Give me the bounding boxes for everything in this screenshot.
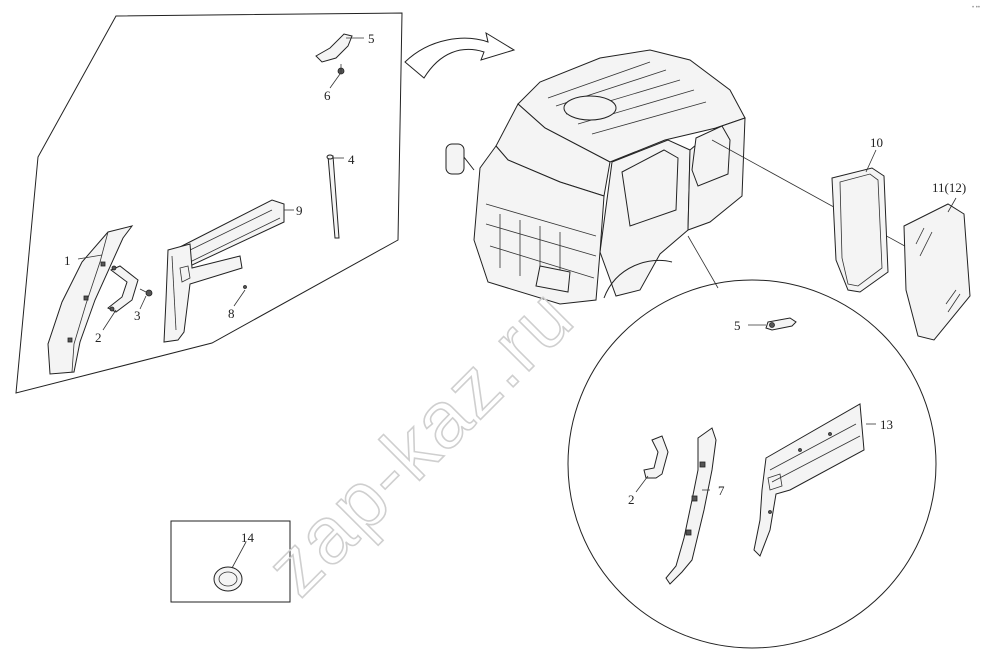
watermark: zap-kaz.ru [249,271,590,612]
part-window-glass [903,203,971,341]
part-rear-corner-trim [753,403,865,557]
part-small-handle-detail [765,317,797,331]
inset-panel-left [15,12,403,394]
callout-13: 13 [880,417,893,432]
part-b-pillar-lower-trim [163,243,247,343]
callout-14: 14 [241,530,255,545]
part-window-seal [831,167,889,293]
curved-arrow [404,31,516,79]
callout-9: 9 [296,203,303,218]
part-b-pillar-upper-trim [177,199,285,267]
part-a-pillar-trim [47,225,134,375]
callout-3: 3 [134,308,141,323]
part-grab-handle-detail [643,435,669,479]
callout-5: 5 [368,31,375,46]
callout-7: 7 [718,483,725,498]
part-rod [326,154,340,239]
part-c-pillar-trim [665,427,717,585]
callout-4: 4 [348,152,355,167]
callout-1: 1 [64,253,71,268]
part-grab-handle [107,265,139,313]
part-small-handle-upper [315,33,353,63]
callout-2-detail: 2 [628,492,635,507]
callout-11-12: 11(12) [932,180,966,195]
callout-5-detail: 5 [734,318,741,333]
part-bolt [337,64,345,75]
callout-2: 2 [95,330,102,345]
callout-6: 6 [324,88,331,103]
callout-8: 8 [228,306,235,321]
part-plug-box [170,520,291,603]
corner-mark: • •• [972,5,980,11]
callout-10: 10 [870,135,883,150]
detail-circle [567,235,937,649]
leader-lines [77,37,957,569]
truck-cab [445,49,746,305]
part-screw [139,288,153,297]
